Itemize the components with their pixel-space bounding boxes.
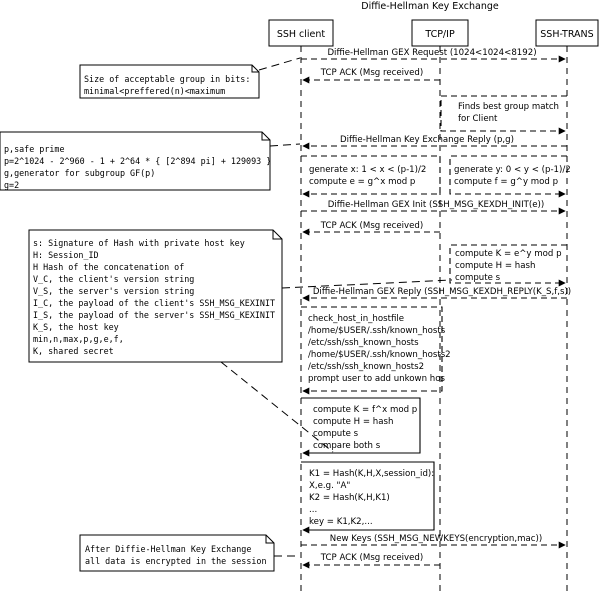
client-compute-line: compute K = f^x mod p [313,405,417,415]
message-labels: Diffie-Hellman GEX Request (1024<1024<81… [313,48,571,563]
client-compute-line: compare both s [313,441,381,451]
server-compute-line: compute f = g^y mod p [454,177,558,187]
box-client-compute-K [301,397,421,457]
participant-ssh-trans: SSH-TRANS [535,19,599,47]
note-line: After Diffie-Hellman Key Exchange [85,544,251,554]
participant-tcp-ip: TCP/IP [411,19,469,47]
note-line: I_S, the payload of the server's SSH_MSG… [33,310,275,320]
client-compute-line: compute s [313,429,359,439]
derive-keys-line: X,e.g. "A" [309,481,350,491]
note-group-size: Size of acceptable group in bits: minima… [79,64,260,99]
check-host-line: /etc/ssh/ssh_known_hosts2 [308,362,424,372]
server-compute-line: compute K = e^y mod p [455,249,562,259]
note-line: H: Session_ID [33,250,99,260]
derive-keys-line: K1 = Hash(K,H,X,session_id): [309,469,434,479]
derive-keys-line: ... [309,505,317,515]
note-line: p=2^1024 - 2^960 - 1 + 2^64 * { [2^894 p… [4,156,271,166]
note-line: V_S, the server's version string [33,286,194,296]
message-label: TCP ACK (Msg received) [320,553,423,563]
derive-keys-line: key = K1,K2,... [309,517,373,527]
note-line: Size of acceptable group in bits: [84,74,250,84]
participant-label: TCP/IP [424,29,455,40]
message-label: New Keys (SSH_MSG_NEWKEYS(encryption,mac… [330,534,542,544]
client-compute-line: compute e = g^x mod p [309,177,415,187]
diagram-title: Diffie-Hellman Key Exchange [361,1,499,12]
loop-server-compute-K [449,244,567,287]
server-process-text: Finds best group match for Client genera… [454,102,571,283]
message-label: TCP ACK (Msg received) [320,221,423,231]
note-line: V_C, the client's version string [33,274,194,284]
activation-loops [301,95,567,395]
best-group-line: for Client [458,114,498,124]
check-host-line: /etc/ssh/ssh_known_hosts [308,338,419,348]
connector-prime [269,143,301,147]
message-arrows [301,55,567,569]
note-prime: p,safe prime p=2^1024 - 2^960 - 1 + 2^64… [0,131,271,191]
check-host-line: check_host_in_hostfile [308,314,404,324]
participant-ssh-client: SSH client [268,19,334,47]
note-line: I_C, the payload of the client's SSH_MSG… [33,298,275,308]
note-line: p,safe prime [4,144,65,154]
client-process-text: generate x: 1 < x < (p-1)/2 compute e = … [308,165,451,527]
participant-label: SSH-TRANS [540,29,593,40]
note-line: g,generator for subgroup GF(p) [4,168,155,178]
note-line: s: Signature of Hash with private host k… [33,238,245,248]
check-host-line: /home/$USER/.ssh/known_hosts2 [308,350,451,360]
connector-group-size [258,57,301,71]
best-group-line: Finds best group match [458,102,559,112]
message-label: Diffie-Hellman GEX Request (1024<1024<81… [327,48,536,58]
lifelines [300,46,568,592]
connector-signature-compute [220,361,334,453]
note-line: K_S, the host key [33,322,119,332]
check-host-line: /home/$USER/.ssh/known_hosts [308,326,446,336]
participant-label: SSH client [277,29,326,40]
client-compute-line: generate x: 1 < x < (p-1)/2 [309,165,426,175]
note-line: H Hash of the concatenation of [33,262,184,272]
message-label: Diffie-Hellman GEX Init (SSH_MSG_KEXDH_I… [328,200,545,210]
derive-keys-line: K2 = Hash(K,H,K1) [309,493,390,503]
server-compute-line: compute s [455,273,501,283]
activation-boxes-solid [301,397,435,534]
connector-signature-reply [281,279,453,289]
message-label: Diffie-Hellman Key Exchange Reply (p,g) [340,135,514,145]
note-encrypted: After Diffie-Hellman Key Exchange all da… [79,534,275,572]
note-line: all data is encrypted in the session [85,556,267,566]
loop-best-group [440,95,567,135]
note-signature: s: Signature of Hash with private host k… [28,229,283,363]
box-derive-keys [301,461,435,534]
loop-check-host [301,306,443,395]
loop-server-compute-f [449,155,567,198]
note-line: min,n,max,p,g,e,f, [33,334,124,344]
server-compute-line: compute H = hash [455,261,535,271]
note-line: K, shared secret [33,346,114,356]
message-label: Diffie-Hellman GEX Reply (SSH_MSG_KEXDH_… [313,287,571,297]
note-line: minimal<preffered(n)<maximum [84,86,225,96]
message-label: TCP ACK (Msg received) [320,68,423,78]
server-compute-line: generate y: 0 < y < (p-1)/2 [454,165,571,175]
note-connectors [220,57,453,557]
client-compute-line: compute H = hash [313,417,393,427]
check-host-line: prompt user to add unkown hos [308,374,445,384]
loop-client-compute-e [301,155,441,198]
note-line: g=2 [4,180,19,190]
